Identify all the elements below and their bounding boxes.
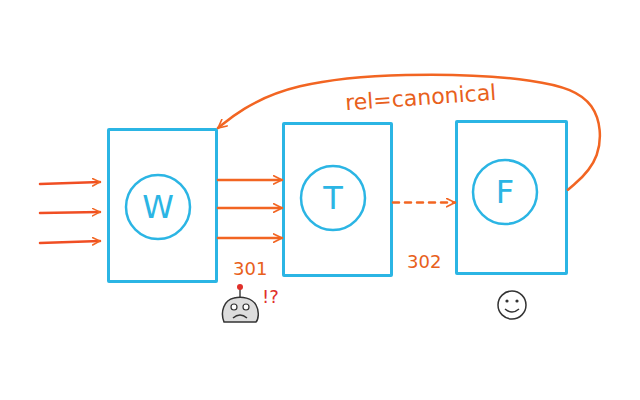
node-letter: T bbox=[301, 178, 365, 218]
process-box: W bbox=[107, 128, 218, 283]
process-box: T bbox=[282, 122, 393, 277]
letter-circle bbox=[473, 160, 537, 224]
relation-label: rel=canonical bbox=[344, 79, 497, 114]
process-box: F bbox=[455, 120, 568, 275]
smiley-face bbox=[498, 291, 526, 319]
note-label: !? bbox=[262, 286, 279, 307]
incoming-arrow bbox=[40, 241, 100, 243]
letter-circle bbox=[301, 166, 365, 230]
smiley-eye bbox=[515, 299, 518, 302]
letter-circle bbox=[126, 175, 190, 239]
robot-eye bbox=[231, 304, 237, 310]
redirect-arrow bbox=[393, 201, 455, 204]
smiley-mouth bbox=[505, 309, 519, 312]
redirect-arrow bbox=[218, 207, 282, 210]
canonical-arrow bbox=[218, 75, 600, 190]
robot-antenna-ball bbox=[237, 284, 243, 290]
node-letter: F bbox=[473, 172, 537, 212]
status-code: 301 bbox=[233, 258, 267, 279]
smiley-outline bbox=[498, 291, 526, 319]
smiley-eye bbox=[505, 299, 508, 302]
robot-body bbox=[222, 297, 258, 322]
redirect-arrow bbox=[218, 179, 282, 182]
robot-frown bbox=[233, 315, 247, 318]
sad-robot bbox=[222, 284, 258, 322]
incoming-arrow bbox=[40, 212, 100, 213]
redirect-arrow bbox=[218, 237, 282, 240]
node-letter: W bbox=[126, 187, 190, 227]
robot-eye bbox=[243, 304, 249, 310]
incoming-arrow bbox=[40, 182, 100, 184]
status-code: 302 bbox=[407, 251, 441, 272]
